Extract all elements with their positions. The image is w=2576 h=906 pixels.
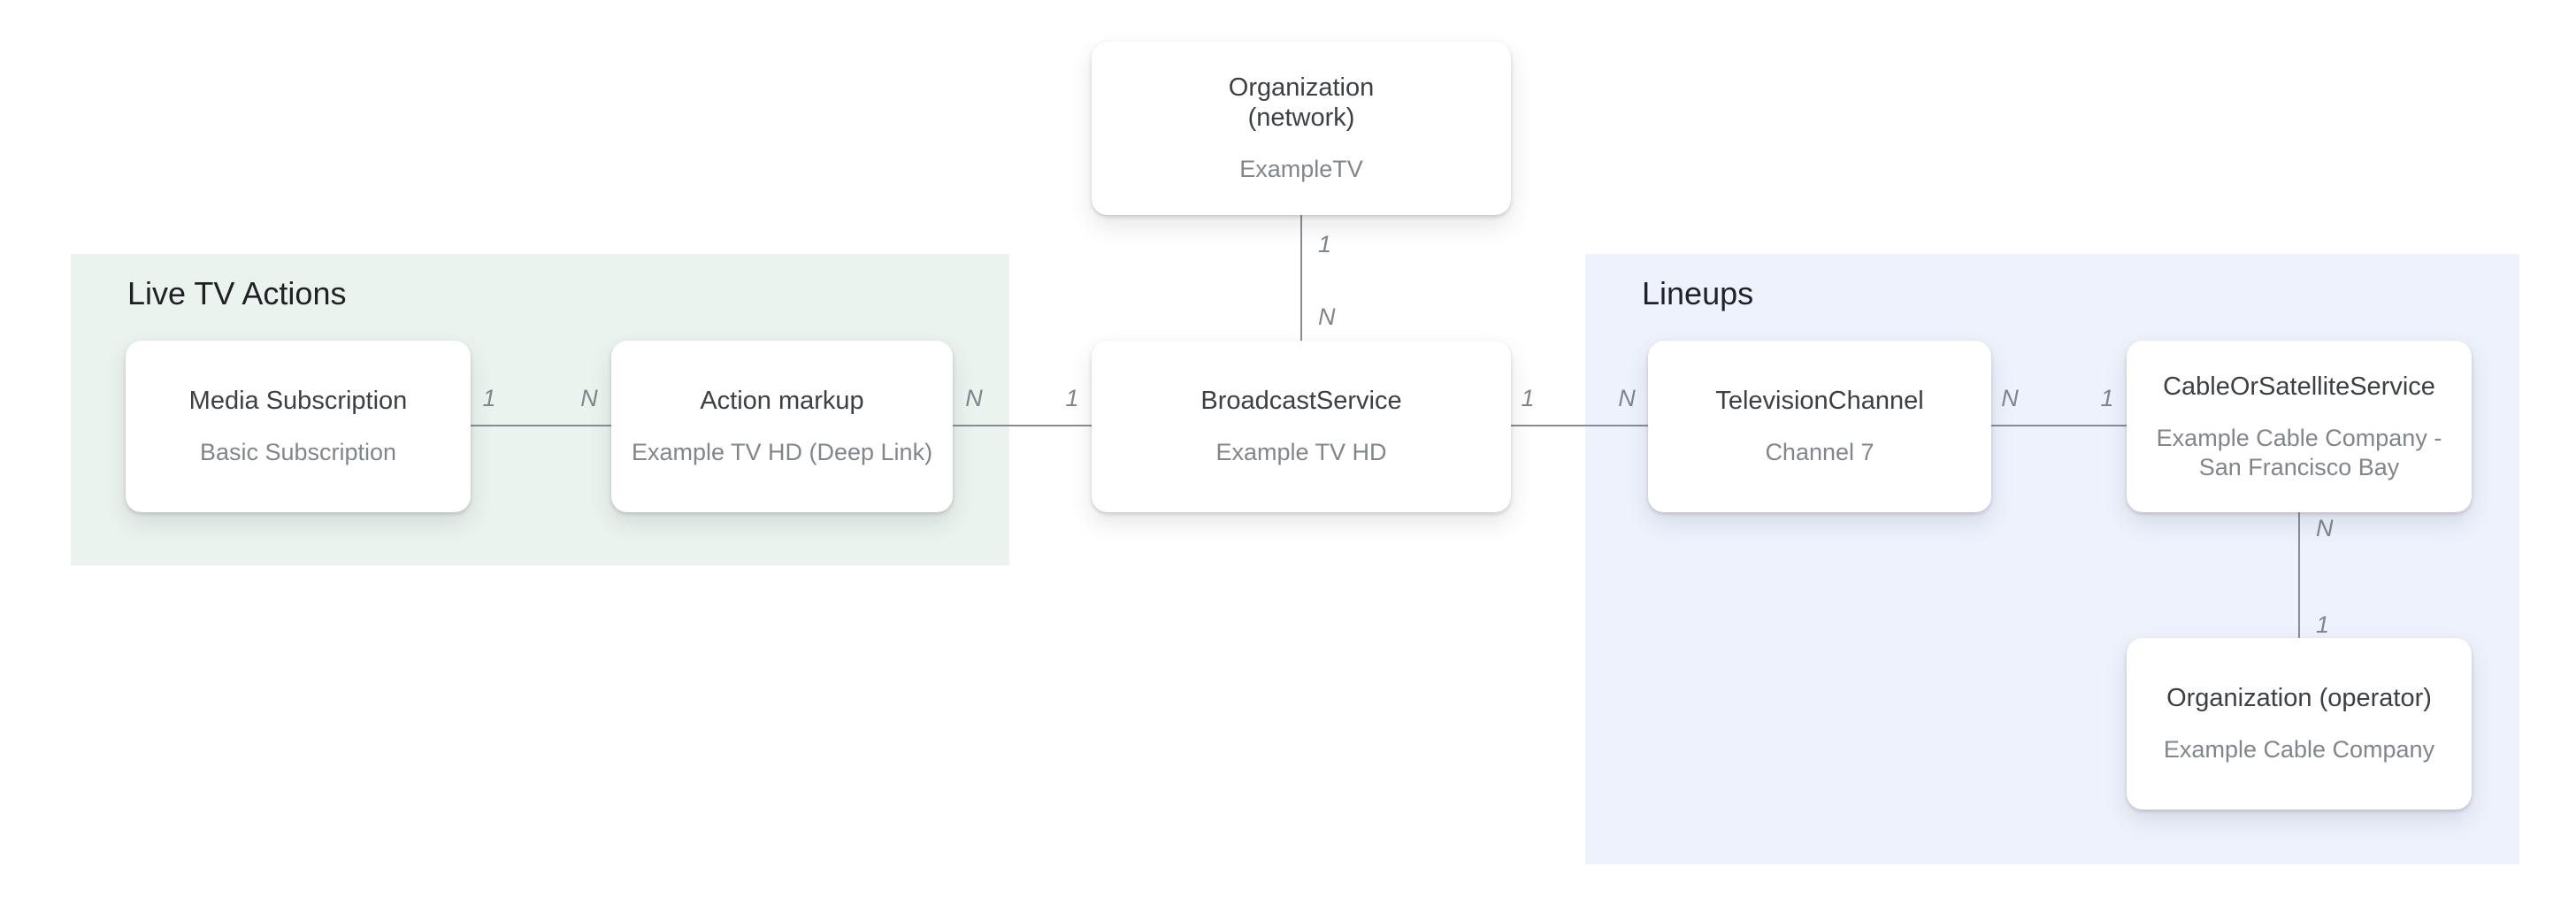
connector-broadcast-to-channel [1511,425,1648,426]
node-broadcast-service-example: Example TV HD [1215,439,1387,465]
section-live-tv-actions-title: Live TV Actions [127,275,347,311]
node-television-channel-example: Channel 7 [1765,439,1874,465]
cardinality-label-channel-1: 1 [2100,385,2114,411]
cardinality-label-action-n: N [965,385,983,411]
cardinality-label-broadcast-1: 1 [1521,385,1535,411]
cardinality-label-network-n: N [1318,303,1336,330]
node-organization-network: Organization (network) ExampleTV [1092,42,1511,215]
node-media-subscription-title: Media Subscription [188,387,408,415]
node-broadcast-service: BroadcastService Example TV HD [1092,341,1511,512]
node-media-subscription: Media Subscription Basic Subscription [126,341,471,512]
node-organization-operator: Organization (operator) Example Cable Co… [2127,638,2472,810]
connector-media-to-action [471,425,611,426]
cardinality-label-cable-1: 1 [2316,611,2330,638]
node-action-markup: Action markup Example TV HD (Deep Link) [611,341,953,512]
node-organization-operator-example: Example Cable Company [2163,736,2435,763]
cardinality-label-network-1: 1 [1318,231,1332,257]
cardinality-label-media-n: N [580,385,598,411]
section-lineups-title: Lineups [1642,275,1754,311]
cardinality-label-channel-n: N [2001,385,2019,411]
connector-network-to-broadcast [1300,215,1302,341]
node-broadcast-service-title: BroadcastService [1200,387,1402,415]
node-cable-or-satellite-service-title: CableOrSatelliteService [2163,372,2435,401]
connector-action-to-broadcast [953,425,1092,426]
node-organization-network-title: Organization (network) [1228,73,1375,132]
connector-cable-to-operator [2298,512,2300,638]
node-cable-or-satellite-service: CableOrSatelliteService Example Cable Co… [2127,341,2472,512]
node-action-markup-example: Example TV HD (Deep Link) [631,439,933,465]
connector-channel-to-cable [1991,425,2127,426]
node-organization-network-example: ExampleTV [1239,156,1363,182]
node-television-channel-title: TelevisionChannel [1715,387,1924,415]
node-organization-operator-title: Organization (operator) [2166,684,2432,712]
node-television-channel: TelevisionChannel Channel 7 [1648,341,1991,512]
node-action-markup-title: Action markup [700,387,864,415]
node-media-subscription-example: Basic Subscription [199,439,397,465]
cardinality-label-action-1: 1 [1065,385,1079,411]
cardinality-label-broadcast-n: N [1618,385,1636,411]
cardinality-label-media-1: 1 [482,385,496,411]
cardinality-label-cable-n: N [2316,515,2334,541]
node-cable-or-satellite-service-example: Example Cable Company - San Francisco Ba… [2156,424,2442,480]
